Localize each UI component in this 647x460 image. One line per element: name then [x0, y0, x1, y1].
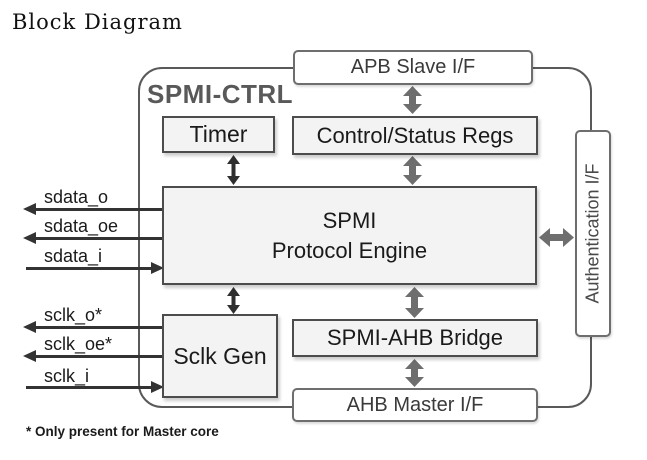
signal-sdata-i-line — [26, 267, 152, 270]
arrow-left-icon — [23, 321, 36, 333]
signal-sdata-oe-line — [34, 237, 163, 240]
spmi-protocol-engine-line1: SPMI — [322, 207, 377, 233]
block-timer-label: Timer — [189, 121, 248, 147]
signal-sclk-o-label: sclk_o* — [44, 305, 103, 325]
signal-sclk-i-label: sclk_i — [44, 366, 90, 386]
block-authentication-if-label: Authentication I/F — [582, 163, 603, 304]
signal-sclk-oe-label: sclk_oe* — [44, 334, 113, 354]
block-spmi-protocol-engine-label: SPMI Protocol Engine — [272, 206, 427, 266]
block-control-status-regs: Control/Status Regs — [292, 116, 538, 155]
signal-sdata-oe-label: sdata_oe — [44, 216, 119, 236]
block-apb-slave-if: APB Slave I/F — [293, 50, 533, 85]
block-authentication-if: Authentication I/F — [575, 130, 611, 337]
signal-sdata-o-line — [34, 208, 163, 211]
double-arrow-icon-bridge-ahb — [405, 359, 424, 387]
block-apb-slave-if-label: APB Slave I/F — [350, 56, 476, 78]
signal-sdata-o-label: sdata_o — [44, 187, 109, 207]
spmi-ctrl-label: SPMI-CTRL — [147, 79, 294, 109]
block-ahb-master-if: AHB Master I/F — [292, 388, 538, 422]
signal-sclk-o-line — [34, 326, 163, 329]
double-arrow-icon-csr-engine — [403, 156, 422, 185]
spmi-protocol-engine-line2: Protocol Engine — [271, 237, 428, 263]
double-arrow-icon-engine-bridge — [405, 287, 424, 318]
signal-sdata-i-label: sdata_i — [44, 246, 103, 266]
arrow-right-icon — [151, 262, 164, 274]
signal-sclk-i-line — [26, 386, 152, 389]
block-timer: Timer — [162, 116, 275, 153]
footnote: * Only present for Master core — [26, 424, 219, 439]
block-spmi-protocol-engine: SPMI Protocol Engine — [162, 186, 537, 285]
arrow-left-icon — [23, 232, 36, 244]
block-spmi-ahb-bridge-label: SPMI-AHB Bridge — [326, 325, 504, 350]
double-arrow-icon-apb-csr — [403, 86, 422, 114]
arrow-left-icon — [23, 203, 36, 215]
block-ahb-master-if-label: AHB Master I/F — [346, 393, 484, 416]
block-sclk-gen-label: Sclk Gen — [173, 342, 267, 369]
block-spmi-ahb-bridge: SPMI-AHB Bridge — [292, 319, 538, 357]
double-arrow-icon-timer-engine — [227, 155, 240, 185]
double-arrow-icon-engine-sclkgen — [227, 287, 240, 314]
arrow-right-icon — [151, 381, 164, 393]
double-arrow-icon-engine-auth — [539, 228, 574, 247]
page-title: Block Diagram — [12, 10, 183, 34]
signal-sclk-oe-line — [34, 355, 163, 358]
arrow-left-icon — [23, 350, 36, 362]
block-control-status-regs-label: Control/Status Regs — [316, 122, 514, 148]
block-sclk-gen: Sclk Gen — [162, 314, 278, 398]
